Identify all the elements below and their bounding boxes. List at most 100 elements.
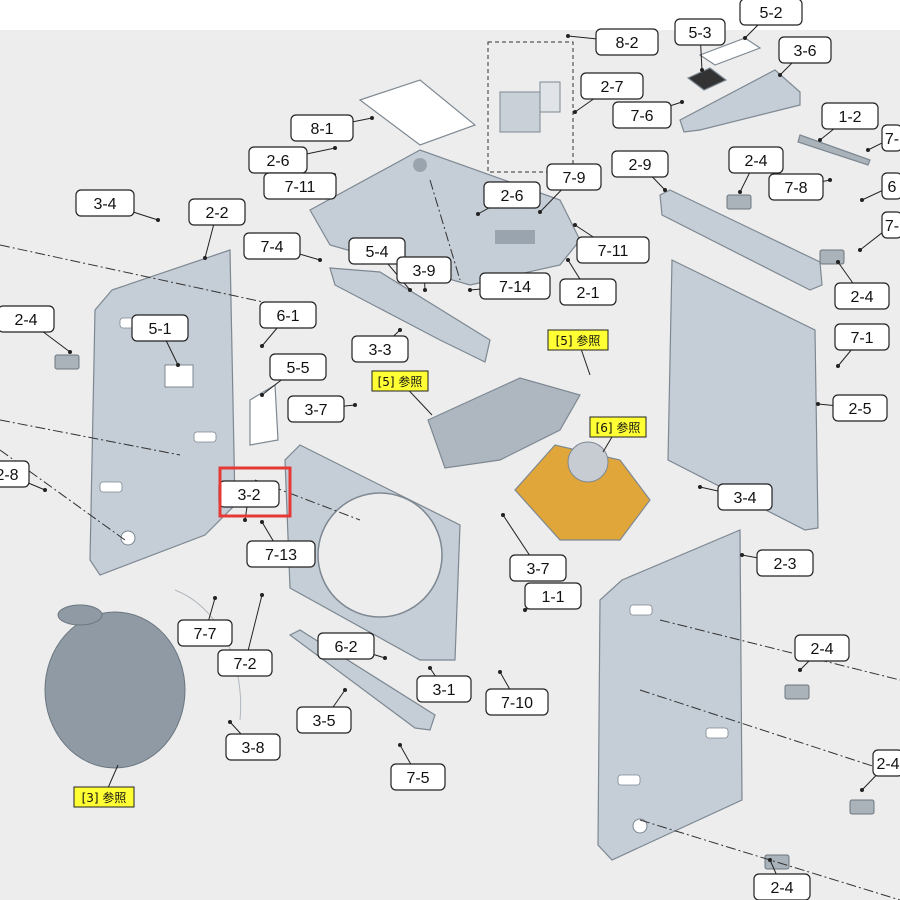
leader-tip-5 — [680, 100, 684, 104]
sheet-8-1 — [358, 79, 477, 146]
part-label-box-4 — [580, 72, 644, 100]
leader-tip-1 — [743, 36, 747, 40]
leader-tip-38 — [698, 485, 702, 489]
part-label-box-3 — [778, 36, 832, 64]
part-label-box-38 — [717, 483, 773, 511]
part-label-box-25 — [559, 278, 617, 306]
leader-tip-27 — [68, 350, 72, 354]
leader-tip-4 — [573, 110, 577, 114]
part-label-box-15 — [546, 163, 602, 191]
leader-tip-8 — [866, 148, 870, 152]
part-label-box-0 — [595, 28, 659, 56]
reference-note-box-3 — [73, 786, 135, 808]
part-label-17: 6 — [888, 179, 897, 196]
leader-tip-6 — [370, 116, 374, 120]
part-label-38: 3-4 — [733, 490, 756, 507]
leader-tip-2 — [700, 68, 704, 72]
part-label-box-50 — [390, 763, 446, 791]
part-label-49: 3-8 — [241, 740, 264, 757]
top-plate-hole — [413, 158, 427, 172]
part-label-4: 2-7 — [600, 79, 623, 96]
rp-hole-a — [629, 604, 653, 616]
leader-tip-13 — [156, 218, 160, 222]
part-label-14: 2-2 — [205, 205, 228, 222]
connector-2-4-1 — [726, 194, 752, 210]
leader-tip-9 — [333, 146, 337, 150]
group-2-7 — [487, 41, 574, 173]
part-label-15: 7-9 — [562, 170, 585, 187]
leader-tip-15 — [538, 210, 542, 214]
part-label-30: 3-3 — [368, 342, 391, 359]
leader-tip-29 — [176, 363, 180, 367]
filter-cover — [539, 81, 561, 113]
leader-tip-46 — [428, 666, 432, 670]
part-label-37: 7-13 — [265, 547, 297, 564]
part-label-19: 7-4 — [260, 239, 283, 256]
leader-tip-33 — [353, 403, 357, 407]
leader-tip-43 — [213, 596, 217, 600]
part-label-box-8 — [881, 124, 900, 152]
leader-tip-34 — [816, 402, 820, 406]
leader-tip-47 — [343, 688, 347, 692]
rod-1-2 — [797, 134, 871, 166]
part-label-box-2 — [674, 18, 726, 46]
leader-tip-3 — [778, 73, 782, 77]
part-label-box-45 — [794, 634, 850, 662]
part-label-box-11 — [728, 146, 784, 174]
leader-tip-7 — [818, 138, 822, 142]
part-label-18: 2-6 — [500, 188, 523, 205]
leader-tip-48 — [498, 670, 502, 674]
leader-tip-0 — [566, 34, 570, 38]
leader-tip-50 — [398, 743, 402, 747]
fan-housing — [567, 441, 609, 483]
part-label-box-33 — [287, 395, 345, 423]
part-label-29: 5-1 — [148, 321, 171, 338]
bracket-3-3 — [329, 267, 491, 363]
part-label-9: 2-6 — [266, 153, 289, 170]
part-label-box-20 — [348, 237, 406, 265]
part-label-50: 7-5 — [406, 770, 429, 787]
sheet-5-2 — [698, 37, 762, 66]
part-label-51: 2-4 — [876, 756, 899, 773]
part-label-48: 7-10 — [501, 695, 533, 712]
connector-2-4-2 — [819, 249, 845, 265]
leader-tip-41 — [523, 608, 527, 612]
part-label-box-44 — [217, 649, 273, 677]
part-label-box-6 — [290, 114, 354, 142]
filter-box — [499, 91, 541, 133]
assembly-guide-2 — [659, 619, 900, 681]
side-panel-2-2 — [89, 249, 236, 576]
assembly-guide-4 — [639, 819, 900, 900]
leader-tip-26 — [836, 260, 840, 264]
leader-tip-42 — [383, 656, 387, 660]
top-plate-cutout — [495, 230, 535, 244]
part-label-46: 3-1 — [432, 682, 455, 699]
part-label-box-5 — [612, 101, 672, 129]
leader-tip-30 — [398, 328, 402, 332]
leader-tip-18 — [476, 212, 480, 216]
part-label-box-26 — [834, 282, 890, 310]
part-label-box-48 — [485, 688, 549, 716]
part-label-1: 5-2 — [759, 5, 782, 22]
part-label-box-30 — [351, 335, 409, 363]
rp-round-hole — [632, 818, 648, 834]
part-label-box-10 — [611, 150, 669, 178]
part-label-27: 2-4 — [14, 312, 37, 329]
part-label-box-28 — [259, 301, 317, 329]
part-label-box-47 — [296, 706, 352, 734]
part-label-34: 2-5 — [848, 401, 871, 418]
part-label-39: 3-7 — [526, 561, 549, 578]
part-label-box-52 — [753, 873, 811, 900]
part-label-40: 2-3 — [773, 556, 796, 573]
door-lid — [44, 611, 186, 769]
highlight-frame — [218, 466, 292, 518]
leader-tip-25 — [566, 258, 570, 262]
assembly-guide-3 — [639, 689, 900, 776]
part-label-box-32 — [269, 353, 327, 381]
part-label-47: 3-5 — [312, 713, 335, 730]
part-label-24: 7-14 — [499, 279, 531, 296]
part-label-box-17 — [881, 172, 900, 200]
